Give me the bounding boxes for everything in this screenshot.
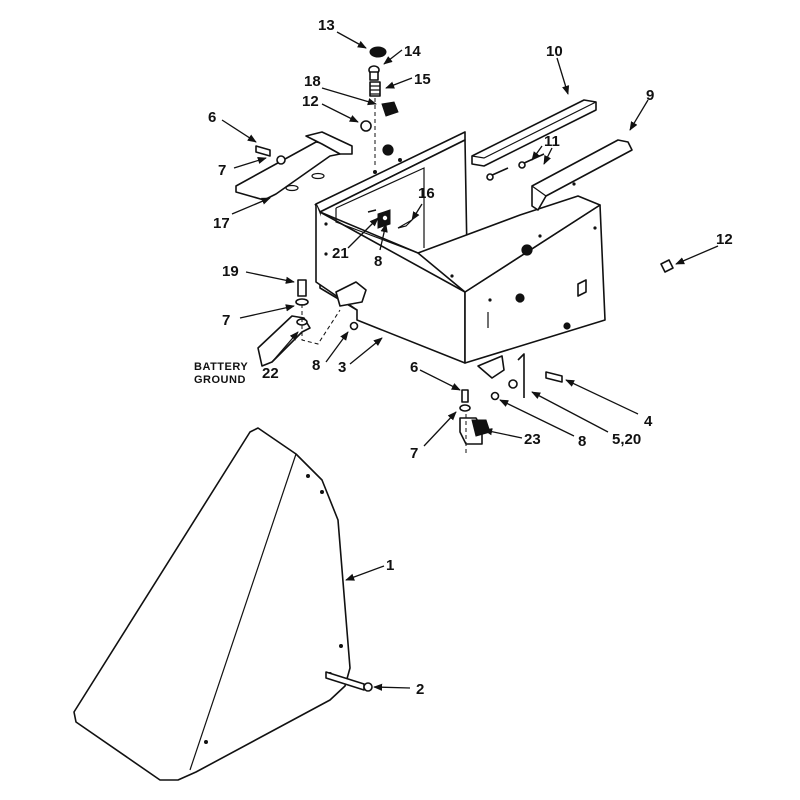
callout-6-top: 6 (208, 109, 216, 126)
battery-ground-hardware (257, 279, 367, 367)
bracket-17 (235, 131, 353, 201)
callout-2: 2 (416, 681, 424, 698)
callout-1: 1 (386, 557, 394, 574)
right-nut-12 (660, 259, 674, 273)
callout-8-left: 8 (312, 357, 320, 374)
battery-label: BATTERY (194, 361, 248, 373)
callout-9: 9 (646, 87, 654, 104)
callout-16: 16 (418, 185, 435, 202)
angle-rail-9 (531, 139, 633, 211)
callout-19: 19 (222, 263, 239, 280)
callout-7-top: 7 (218, 162, 226, 179)
left-hardware (255, 120, 372, 165)
leader-lines (221, 31, 719, 691)
callout-13: 13 (318, 17, 335, 34)
box-frame (314, 131, 606, 364)
callout-23: 23 (524, 431, 541, 448)
callout-22: 22 (262, 365, 279, 382)
callout-11: 11 (544, 133, 560, 150)
callout-5-20: 5,20 (612, 431, 641, 448)
callout-14: 14 (404, 43, 421, 60)
rail-bolts-11 (486, 153, 545, 181)
callout-7-left: 7 (222, 312, 230, 329)
callout-7-front: 7 (410, 445, 418, 462)
ground-label: GROUND (194, 374, 246, 386)
callout-8-front: 8 (578, 433, 586, 450)
callout-8-inner: 8 (374, 253, 382, 270)
callout-12-right: 12 (716, 231, 733, 248)
screw-2 (325, 671, 373, 692)
callout-21: 21 (332, 245, 349, 262)
callout-18: 18 (304, 73, 321, 90)
callout-6-front: 6 (410, 359, 418, 376)
callout-12-top: 12 (302, 93, 319, 110)
front-hardware (459, 353, 563, 454)
hood-cover (73, 427, 351, 781)
callout-10: 10 (546, 43, 563, 60)
callout-numbers: 13 14 15 18 12 6 7 17 10 9 11 12 16 21 8… (194, 17, 733, 698)
callout-15: 15 (414, 71, 431, 88)
callout-3: 3 (338, 359, 346, 376)
top-hardware-stack (368, 46, 399, 166)
angle-rail-10 (471, 99, 597, 167)
callout-17: 17 (213, 215, 230, 232)
callout-4: 4 (644, 413, 653, 430)
